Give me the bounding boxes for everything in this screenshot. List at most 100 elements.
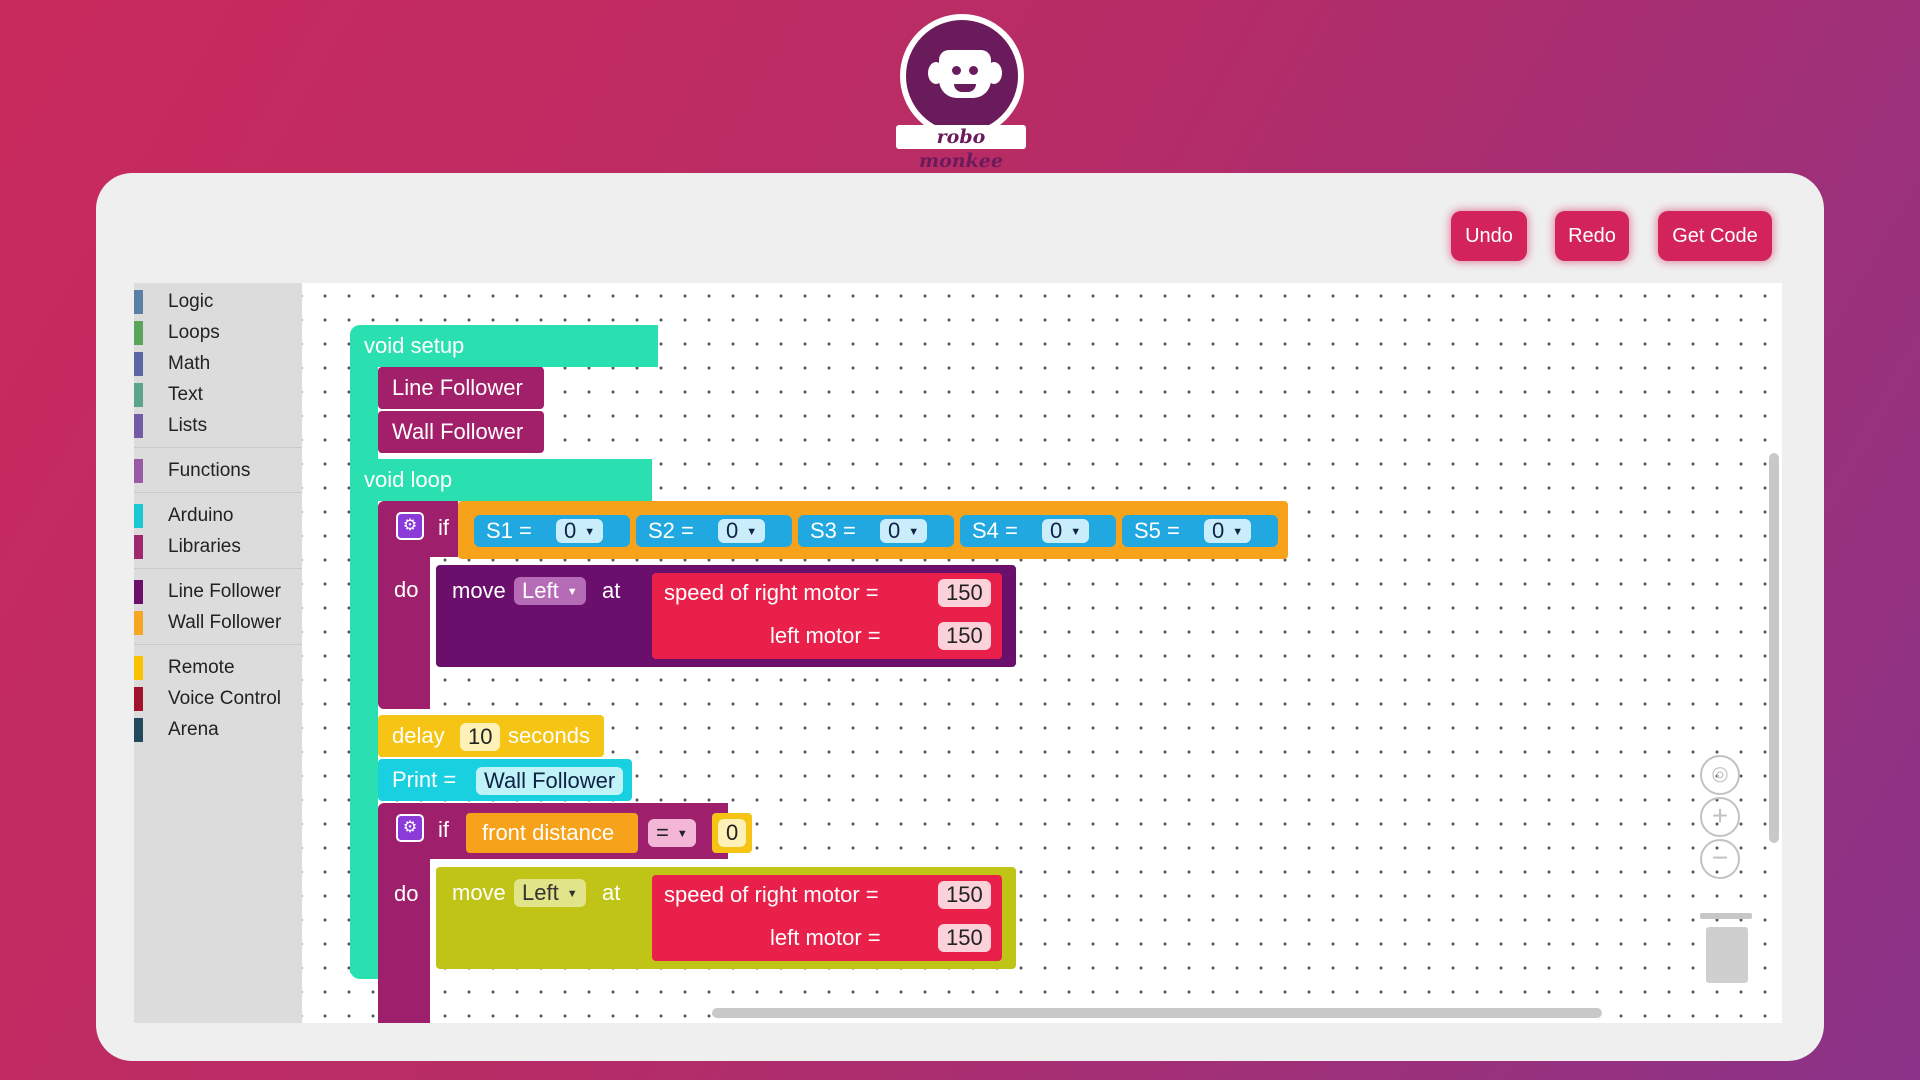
category-color-bar	[134, 535, 143, 559]
trash-can	[1706, 927, 1748, 983]
at-label: at	[602, 578, 621, 603]
sensor-s5-block[interactable]	[1122, 515, 1278, 547]
sensor-s1-label: S1 =	[486, 518, 532, 543]
sensor-s2-block[interactable]	[636, 515, 792, 547]
right-motor-label: speed of right motor =	[664, 580, 879, 605]
category-color-bar	[134, 383, 143, 407]
left-motor-label: left motor =	[770, 623, 881, 648]
comparison-operator-dropdown[interactable]: =▼	[648, 819, 696, 847]
toolbox-separator	[134, 447, 302, 448]
category-label: Lists	[168, 415, 208, 436]
left-motor-speed-value: 150	[946, 623, 983, 648]
void-loop-label: void loop	[364, 467, 453, 492]
sensor-s4-value: 0	[1050, 518, 1063, 543]
delay-label: delay	[392, 723, 445, 748]
category-label: Text	[168, 384, 203, 405]
category-label: Math	[168, 353, 211, 374]
trash-icon[interactable]	[1698, 913, 1758, 993]
sensor-s4-block[interactable]	[960, 515, 1116, 547]
sensor-s4-dropdown[interactable]: 0▼	[1042, 518, 1090, 543]
do-label: do	[394, 577, 419, 602]
direction-dropdown-1[interactable]: Left ▼	[514, 577, 586, 605]
if-label: if	[438, 515, 449, 540]
category-label: Arduino	[168, 505, 234, 526]
setup-line-follower-label: Line Follower	[392, 375, 523, 400]
sensor-s2-dropdown[interactable]: 0▼	[718, 519, 766, 543]
gear-icon[interactable]: ⚙	[396, 814, 424, 842]
category-label: Line Follower	[168, 581, 281, 602]
sensor-s1-dropdown[interactable]: 0▼	[556, 519, 604, 543]
comparison-value: 0	[726, 820, 739, 845]
setup-wall-follower-block[interactable]	[378, 411, 544, 453]
right-motor-speed-value-2: 150	[946, 882, 983, 907]
sensor-s1-block[interactable]	[474, 515, 630, 547]
comparison-value-input[interactable]: 0	[718, 819, 747, 847]
logo-text: robo monkee	[896, 125, 1026, 172]
sensor-s2-label: S2 =	[648, 518, 694, 543]
toolbox-separator	[134, 568, 302, 569]
sensor-s4-label: S4 =	[972, 518, 1018, 543]
sensor-s5-dropdown[interactable]: 0▼	[1204, 519, 1252, 543]
gear-icon[interactable]: ⚙	[396, 512, 424, 540]
toolbox-category-wall-follower[interactable]: Wall Follower	[134, 608, 302, 638]
toolbox-category-functions[interactable]: Functions	[134, 456, 302, 486]
dropdown-arrow-icon: ▼	[908, 526, 920, 539]
toolbox-category-arduino[interactable]: Arduino	[134, 501, 302, 531]
toolbox-category-lists[interactable]: Lists	[134, 411, 302, 441]
editor-panel: Undo Redo Get Code Logic Loops Math Text…	[96, 173, 1824, 1061]
logo-eye-right	[969, 66, 978, 75]
trash-lid	[1700, 913, 1752, 919]
direction-dropdown-2[interactable]: Left▼	[514, 879, 586, 907]
horizontal-scrollbar[interactable]	[712, 1008, 1602, 1018]
get-code-button[interactable]: Get Code	[1658, 211, 1772, 261]
right-motor-speed-input-1[interactable]: 150	[938, 579, 991, 607]
delay-seconds-input[interactable]: 10	[460, 723, 501, 751]
category-label: Logic	[168, 291, 214, 312]
print-value: Wall Follower	[484, 768, 616, 793]
direction-value-2: Left	[522, 880, 559, 905]
zoom-out-icon[interactable]: −	[1700, 839, 1740, 879]
dropdown-arrow-icon: ▼	[584, 526, 596, 539]
toolbox-category-logic[interactable]: Logic	[134, 287, 302, 317]
toolbox-category-loops[interactable]: Loops	[134, 318, 302, 348]
dropdown-arrow-icon: ▼	[1070, 526, 1082, 539]
right-motor-speed-value: 150	[946, 580, 983, 605]
category-label: Voice Control	[168, 688, 282, 709]
undo-button[interactable]: Undo	[1451, 211, 1527, 261]
zoom-in-icon[interactable]: +	[1700, 797, 1740, 837]
left-motor-speed-input-2[interactable]: 150	[938, 924, 991, 952]
category-label: Remote	[168, 657, 235, 678]
redo-button[interactable]: Redo	[1555, 211, 1629, 261]
block-workspace[interactable]: void setup void loop Line Follower Wall …	[302, 283, 1782, 1023]
toolbox-category-line-follower[interactable]: Line Follower	[134, 577, 302, 607]
front-distance-block[interactable]	[466, 813, 638, 853]
direction-value: Left	[522, 578, 559, 603]
delay-unit-label: seconds	[508, 723, 590, 748]
void-setup-block[interactable]	[350, 325, 658, 367]
setup-line-follower-block[interactable]	[378, 367, 544, 409]
sensor-s3-block[interactable]	[798, 515, 954, 547]
category-color-bar	[134, 352, 143, 376]
category-color-bar	[134, 504, 143, 528]
category-color-bar	[134, 321, 143, 345]
vertical-scrollbar[interactable]	[1769, 453, 1779, 843]
sensor-s3-value: 0	[888, 518, 901, 543]
right-motor-speed-input-2[interactable]: 150	[938, 881, 991, 909]
print-value-input[interactable]: Wall Follower	[476, 767, 624, 795]
recenter-icon[interactable]: ◎	[1700, 755, 1740, 795]
toolbox-category-math[interactable]: Math	[134, 349, 302, 379]
move-label: move	[452, 578, 506, 603]
toolbox-category-arena[interactable]: Arena	[134, 715, 302, 745]
toolbox-category-remote[interactable]: Remote	[134, 653, 302, 683]
logo-eye-left	[952, 66, 961, 75]
if-label-2: if	[438, 817, 449, 842]
right-motor-label-2: speed of right motor =	[664, 882, 879, 907]
delay-value: 10	[468, 724, 493, 749]
sensor-s3-dropdown[interactable]: 0▼	[880, 518, 928, 543]
left-motor-speed-input-1[interactable]: 150	[938, 622, 991, 650]
toolbox-category-libraries[interactable]: Libraries	[134, 532, 302, 562]
toolbox-category-text[interactable]: Text	[134, 380, 302, 410]
dropdown-arrow-icon: ▼	[566, 586, 578, 599]
toolbox-category-voice-control[interactable]: Voice Control	[134, 684, 302, 714]
void-loop-block[interactable]	[350, 459, 652, 501]
